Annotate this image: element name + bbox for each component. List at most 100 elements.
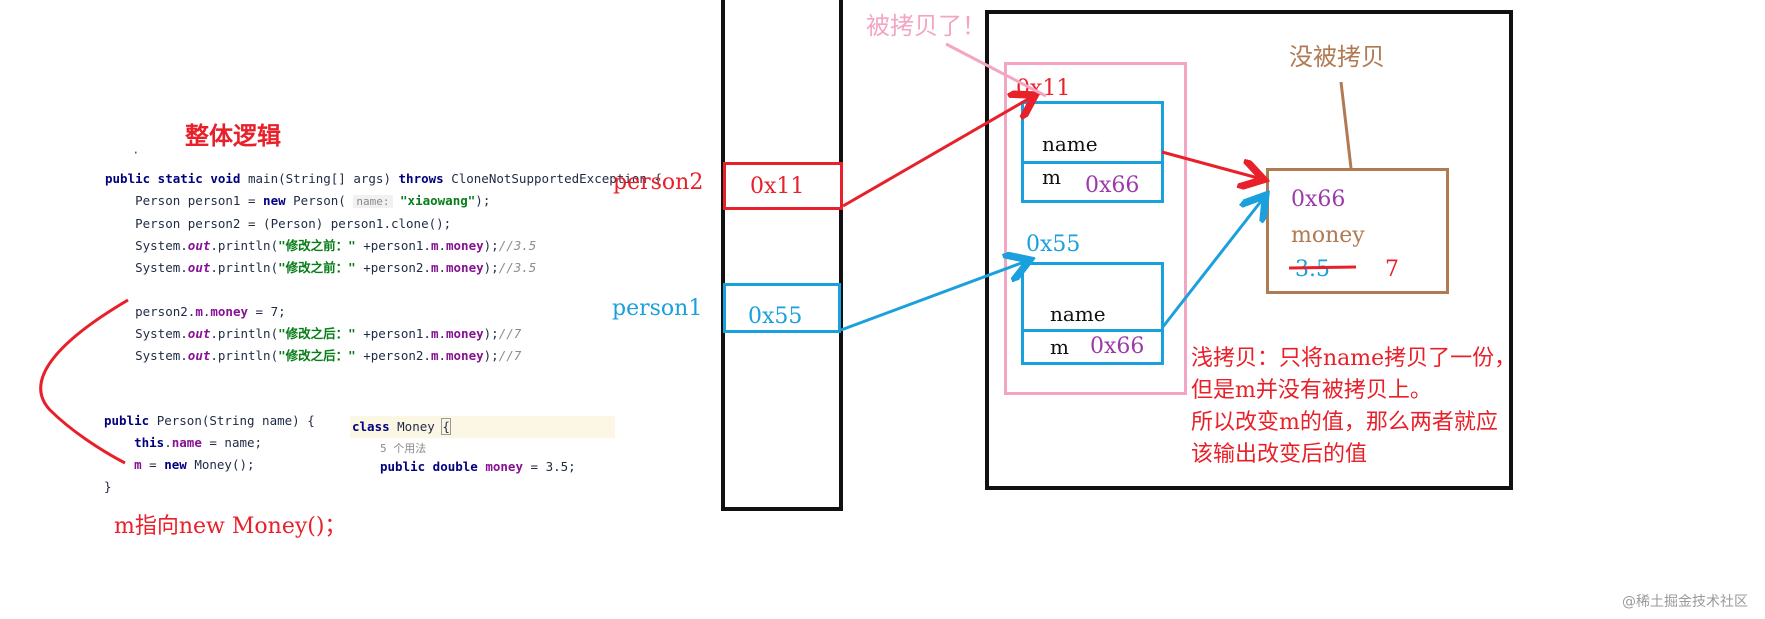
constructor-token: Person(String name) { bbox=[156, 413, 315, 428]
person2-addr: 0x11 bbox=[750, 174, 805, 199]
main-token: "修改之后：" bbox=[278, 326, 356, 341]
main-token: money bbox=[446, 348, 484, 363]
money-class-name: Money bbox=[397, 419, 443, 434]
money-new-value: 7 bbox=[1385, 257, 1399, 282]
main-token: .println( bbox=[210, 348, 279, 363]
main-token: +person1. bbox=[355, 238, 431, 253]
explanation-line-3: 所以改变m的值，那么两者就应 bbox=[1191, 410, 1498, 435]
constructor-line: public Person(String name) { bbox=[104, 410, 315, 432]
constructor-token: public bbox=[104, 413, 157, 428]
main-token: Person person2 = (Person) person1.clone(… bbox=[105, 216, 452, 231]
obj-bottom-m-addr: 0x66 bbox=[1090, 334, 1145, 359]
main-token: ); bbox=[483, 326, 499, 341]
money-field-keyword: public double bbox=[380, 459, 486, 474]
main-token: . bbox=[438, 238, 446, 253]
main-token: System. bbox=[105, 238, 188, 253]
main-token: out bbox=[187, 260, 211, 275]
money-old-value: 3.5 bbox=[1295, 257, 1330, 282]
main-token: money bbox=[446, 238, 484, 253]
constructor-token: this bbox=[134, 435, 165, 450]
explanation-line-4: 该输出改变后的值 bbox=[1191, 442, 1368, 467]
obj-bottom-m: m bbox=[1050, 335, 1069, 359]
main-token: .println( bbox=[210, 238, 279, 253]
main-line: System.out.println("修改之前：" +person1.m.mo… bbox=[105, 235, 662, 257]
main-token: out bbox=[187, 238, 211, 253]
money-field-label: money bbox=[1291, 223, 1365, 248]
main-token: money bbox=[446, 260, 484, 275]
person1-object: name m 0x66 bbox=[1021, 262, 1164, 365]
main-token: //7 bbox=[498, 348, 522, 363]
main-token: m bbox=[430, 326, 439, 341]
constructor-token: . bbox=[164, 435, 172, 450]
constructor-token: } bbox=[104, 479, 112, 494]
obj-top-addr: 0x11 bbox=[1016, 76, 1071, 101]
main-line: public static void main(String[] args) t… bbox=[105, 168, 662, 190]
main-token: main(String[] args) bbox=[248, 171, 399, 186]
main-token: public static void bbox=[105, 171, 248, 186]
money-usages-hint: 5 个用法 bbox=[380, 442, 427, 455]
main-token: "xiaowang" bbox=[392, 193, 476, 208]
main-line: Person person2 = (Person) person1.clone(… bbox=[105, 213, 662, 235]
main-token: ); bbox=[483, 348, 499, 363]
main-token: throws bbox=[398, 171, 452, 186]
main-token: "修改之前：" bbox=[278, 260, 356, 275]
money-class-keyword: class bbox=[352, 419, 398, 434]
main-token: m bbox=[430, 238, 439, 253]
obj-top-m-addr: 0x66 bbox=[1085, 173, 1140, 198]
main-line: System.out.println("修改之后：" +person2.m.mo… bbox=[105, 345, 662, 367]
obj-bottom-addr: 0x55 bbox=[1026, 232, 1081, 257]
constructor-line: m = new Money(); bbox=[104, 454, 315, 476]
main-token: Person( bbox=[293, 193, 354, 208]
main-token: = 7; bbox=[248, 304, 286, 319]
person2-ref-box: 0x11 bbox=[723, 162, 843, 210]
main-token: CloneNotSupportedException { bbox=[451, 171, 662, 186]
main-token: System. bbox=[105, 326, 188, 341]
diagram-title: 整体逻辑 bbox=[185, 121, 281, 150]
constructor-line: } bbox=[104, 476, 315, 498]
constructor-token: = name; bbox=[201, 435, 263, 450]
explanation-line-1: 浅拷贝：只将name拷贝了一份， bbox=[1191, 346, 1517, 371]
code-dot: · bbox=[132, 145, 140, 160]
constructor-token bbox=[104, 457, 134, 472]
main-token: +person2. bbox=[355, 348, 431, 363]
main-token: person2. bbox=[105, 304, 196, 319]
main-token: out bbox=[187, 326, 211, 341]
obj-top-m: m bbox=[1042, 165, 1061, 189]
constructor-code: public Person(String name) { this.name =… bbox=[104, 410, 315, 498]
main-token: m bbox=[195, 304, 203, 319]
money-class-brace: { bbox=[441, 418, 451, 435]
main-token: "修改之前：" bbox=[278, 238, 356, 253]
copied-note: 被拷贝了！ bbox=[866, 12, 986, 40]
watermark: @稀土掘金技术社区 bbox=[1622, 594, 1748, 610]
main-token: +person2. bbox=[355, 260, 431, 275]
main-line bbox=[105, 279, 662, 301]
main-token: //3.5 bbox=[498, 260, 537, 275]
person2-label: person2 bbox=[613, 170, 704, 195]
m-annotation: m指向new Money()； bbox=[114, 514, 347, 539]
money-class-code: class Money { bbox=[352, 416, 451, 438]
main-token: m bbox=[430, 260, 439, 275]
constructor-token bbox=[104, 435, 134, 450]
money-object: 0x66 money 3.5 7 bbox=[1266, 168, 1449, 294]
money-field-name: money bbox=[485, 459, 523, 474]
main-token: .println( bbox=[210, 326, 279, 341]
main-token: name: bbox=[353, 195, 393, 208]
main-line: System.out.println("修改之前：" +person2.m.mo… bbox=[105, 257, 662, 279]
main-token: System. bbox=[105, 260, 188, 275]
obj-bottom-divider bbox=[1024, 329, 1161, 332]
main-token: new bbox=[263, 193, 294, 208]
money-field-value: = 3.5; bbox=[523, 459, 576, 474]
main-token: +person1. bbox=[355, 326, 431, 341]
main-token bbox=[105, 282, 113, 297]
constructor-token: = bbox=[141, 457, 165, 472]
main-token: ); bbox=[483, 260, 499, 275]
obj-bottom-name: name bbox=[1050, 302, 1106, 326]
main-line: System.out.println("修改之后：" +person1.m.mo… bbox=[105, 323, 662, 345]
person1-label: person1 bbox=[612, 296, 703, 321]
money-class-highlight bbox=[350, 416, 615, 438]
main-token: m bbox=[430, 348, 439, 363]
main-line: Person person1 = new Person( name: "xiao… bbox=[105, 190, 662, 213]
money-field-code: public double money = 3.5; bbox=[380, 456, 576, 478]
obj-top-divider bbox=[1024, 161, 1161, 164]
main-token: "修改之后：" bbox=[278, 348, 356, 363]
